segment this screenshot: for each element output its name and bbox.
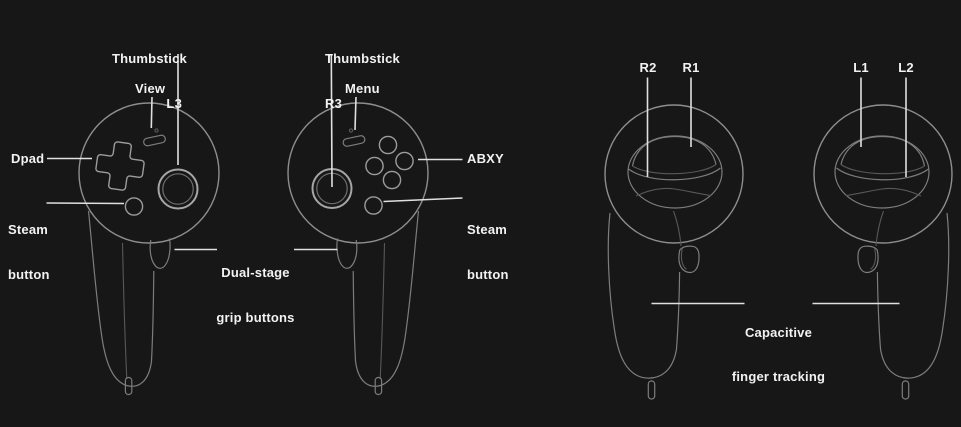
label-capacitive-line1: Capacitive [744,325,813,340]
trigger-housing-outline-right [627,135,723,209]
r1-trigger-lower-edge [632,164,717,175]
label-r2: R2 [639,60,657,75]
leader-lines [46,53,907,305]
back-right-lanyard-nub [647,380,656,400]
label-l1: L1 [853,60,869,75]
right-lanyard-nub [374,376,383,396]
left-steam-button-shape [124,197,144,216]
back-left-handle-inner-line [875,210,885,247]
left-handle-outline [87,210,155,387]
right-controller-head-outline [287,102,429,244]
back-right-grip-bump [678,245,700,274]
abxy-right-button [395,151,414,171]
trigger-housing-outline-left [834,135,930,209]
view-button-shape [143,134,166,147]
back-left-grip-bump [857,245,879,274]
label-l2: L2 [898,60,914,75]
label-steam-left-line2: button [8,267,50,282]
label-menu: Menu [345,81,380,96]
label-dpad: Dpad [11,151,45,166]
left-thumbstick-cap [162,173,194,205]
back-left-lanyard-nub [901,380,910,400]
back-right-head-outline [604,104,744,244]
back-left-head-outline [813,104,953,244]
abxy-top-button [378,135,398,155]
label-thumbstick-r3-line1: Thumbstick [325,51,400,66]
label-view: View [135,81,166,96]
right-controller-back [604,104,744,400]
label-steam-right-line1: Steam [467,222,508,237]
label-thumbstick-r3-line2: R3 [325,96,343,111]
menu-button-shape [342,135,366,147]
l1-trigger-dome [840,135,926,167]
label-steam-button-left: Steam button [8,192,50,312]
dpad-shape [95,141,145,191]
left-controller-head-outline [78,102,220,244]
label-grip-line1: Dual-stage [221,265,290,280]
back-right-grip-inner-line [680,248,687,270]
label-r1: R1 [682,60,700,75]
label-abxy: ABXY [467,151,504,166]
label-grip-line2: grip buttons [216,310,295,325]
abxy-buttons-shape [365,135,414,190]
back-left-grip-inner-line [870,248,877,270]
back-right-handle-outline [607,212,681,379]
right-grip-button-shape [336,238,358,269]
label-steam-left-line1: Steam [8,222,49,237]
r2-trigger-wave-line [635,187,712,197]
label-capacitive-line2: finger tracking [731,369,826,384]
right-handle-outline [352,210,420,387]
back-left-handle-outline [876,212,950,379]
view-leader-line [150,96,153,129]
r1-trigger-dome [631,135,717,167]
l2-trigger-top-edge [836,167,929,181]
steam-left-leader-line [46,202,125,205]
label-thumbstick-l3-line2: L3 [166,96,182,111]
left-handle-inner-line [121,242,128,380]
r3-leader-line [330,53,333,188]
label-thumbstick-r3: Thumbstick R3 [325,21,400,141]
label-thumbstick-l3: Thumbstick L3 [112,21,187,141]
left-grip-button-shape [149,238,171,269]
abxy-left-button [365,156,384,176]
label-steam-button-right: Steam button [467,192,509,312]
left-lanyard-nub [124,376,133,396]
abxy-bottom-button [382,170,402,190]
view-indicator-dot [154,128,159,133]
label-thumbstick-l3-line1: Thumbstick [112,51,187,66]
label-dual-stage-grip: Dual-stage grip buttons [195,235,316,355]
back-right-handle-inner-line [672,210,682,247]
label-steam-right-line2: button [467,267,509,282]
steam-right-leader-line [383,197,463,203]
l1-trigger-lower-edge [840,164,925,175]
left-controller-back [813,104,953,400]
right-controller-front [287,102,429,396]
right-handle-inner-line [379,242,386,380]
left-controller-front [78,102,220,396]
label-capacitive-finger-tracking: Capacitive finger tracking [718,296,839,414]
r2-trigger-top-edge [628,167,721,181]
menu-leader-line [354,96,357,131]
right-steam-button-shape [364,196,383,215]
menu-indicator-dot [348,128,354,133]
left-thumbstick-outer-ring [157,168,199,210]
right-handle-group [336,210,420,396]
l2-trigger-wave-line [845,187,922,197]
